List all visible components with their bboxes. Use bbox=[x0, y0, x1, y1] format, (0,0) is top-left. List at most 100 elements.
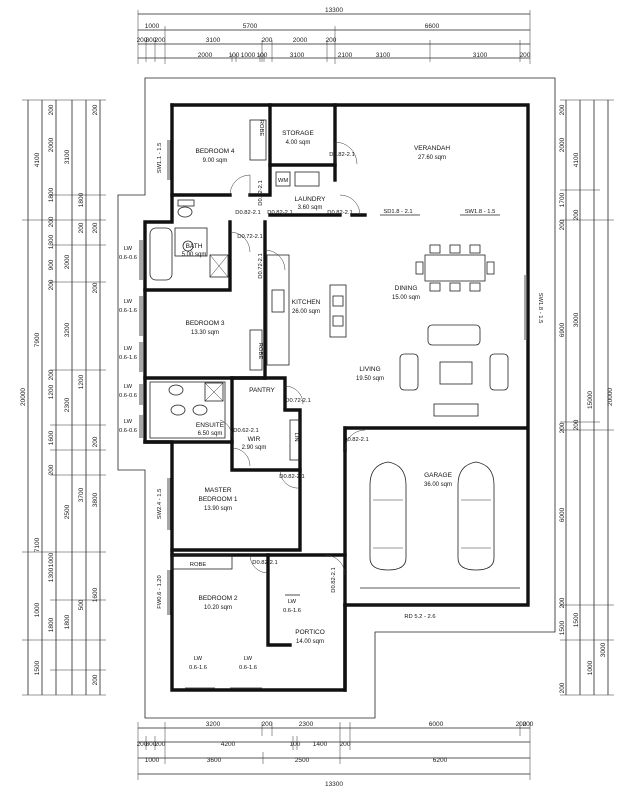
door-label: D0.62-2.1 bbox=[233, 428, 258, 434]
robe-label: ROBE bbox=[190, 562, 207, 568]
window-label: SW1.8 - 1.5 bbox=[465, 209, 496, 215]
room-area: 4.00 sqm bbox=[286, 140, 311, 146]
bottom-total-dim: 13300 bbox=[325, 781, 343, 788]
top-dim: 3100 bbox=[376, 52, 391, 59]
left-dim: 3700 bbox=[78, 487, 85, 502]
door-label: SD1.8 - 2.1 bbox=[383, 209, 412, 215]
bottom-dim: 800 bbox=[146, 741, 157, 748]
room-name: BEDROOM 1 bbox=[198, 496, 237, 503]
bottom-dim: 3200 bbox=[206, 721, 221, 728]
door-label: D0.72-2.1 bbox=[285, 398, 310, 404]
window-label: 0.6-1.6 bbox=[119, 308, 137, 314]
windows bbox=[139, 140, 528, 689]
left-dim: 1800 bbox=[64, 614, 71, 629]
room-area: 27.60 sqm bbox=[418, 155, 446, 161]
window-label: LW bbox=[194, 656, 203, 662]
window-label: LW bbox=[124, 419, 133, 425]
door-label: D0.82-2.1 bbox=[258, 180, 264, 205]
left-dim: 200 bbox=[48, 104, 55, 115]
room-name: PANTRY bbox=[249, 387, 275, 394]
top-dim: 3100 bbox=[206, 37, 221, 44]
window-label: 0.6-1.6 bbox=[283, 608, 301, 614]
right-dim: 15000 bbox=[587, 391, 594, 409]
room-area: 5.00 sqm bbox=[182, 252, 207, 258]
left-dim: 2500 bbox=[64, 504, 71, 519]
top-dim: 200 bbox=[520, 52, 531, 59]
bottom-dim: 4200 bbox=[221, 741, 236, 748]
room-area: 3.60 sqm bbox=[298, 205, 323, 211]
left-dim: 1600 bbox=[48, 430, 55, 445]
left-dim: 1300 bbox=[48, 567, 55, 582]
right-dimensions: 20000 4100 15000 1000 200 2000 1700 200 … bbox=[559, 99, 614, 696]
room-name: STORAGE bbox=[282, 130, 314, 137]
bottom-dim: 3600 bbox=[207, 757, 222, 764]
top-dim: 200 bbox=[137, 37, 148, 44]
bottom-dim: 6000 bbox=[429, 721, 444, 728]
room-area: 2.90 sqm bbox=[242, 445, 267, 451]
right-dim: 2000 bbox=[559, 137, 566, 152]
left-dim: 500 bbox=[78, 599, 85, 610]
room-area: 13.30 sqm bbox=[191, 330, 219, 336]
bottom-dim: 200 bbox=[155, 741, 166, 748]
right-dim: 1500 bbox=[573, 612, 580, 627]
right-dim: 1700 bbox=[559, 192, 566, 207]
lin-label: LIN bbox=[293, 432, 299, 441]
right-dim: 200 bbox=[559, 104, 566, 115]
door-label: D0.82-2.1 bbox=[327, 210, 352, 216]
top-dim: 100 bbox=[229, 52, 240, 59]
left-dim: 7100 bbox=[34, 537, 41, 552]
robe-label: ROBE bbox=[257, 343, 263, 360]
left-dim: 200 bbox=[92, 282, 99, 293]
left-dim: 3200 bbox=[64, 322, 71, 337]
window-label: 0.6-0.6 bbox=[119, 255, 137, 261]
top-dim: 3100 bbox=[473, 52, 488, 59]
room-name: KITCHEN bbox=[292, 299, 321, 306]
left-dim: 2300 bbox=[64, 397, 71, 412]
robe-label: ROBE bbox=[258, 120, 264, 137]
window-label: 0.6-0.6 bbox=[119, 393, 137, 399]
top-dim: 200 bbox=[155, 37, 166, 44]
left-dim: 1000 bbox=[34, 602, 41, 617]
room-name: VERANDAH bbox=[414, 145, 450, 152]
left-dim: 200 bbox=[48, 279, 55, 290]
bottom-dim: 6200 bbox=[433, 757, 448, 764]
room-name: MASTER bbox=[204, 487, 231, 494]
left-dim: 2000 bbox=[64, 254, 71, 269]
right-total-dim: 20000 bbox=[607, 388, 614, 406]
right-dim: 3000 bbox=[600, 642, 607, 657]
top-dim: 3100 bbox=[290, 52, 305, 59]
right-dim: 1000 bbox=[587, 660, 594, 675]
left-dim: 1800 bbox=[78, 192, 85, 207]
fixtures bbox=[149, 119, 509, 571]
right-dim: 200 bbox=[559, 682, 566, 693]
right-dim: 200 bbox=[559, 597, 566, 608]
bottom-dimensions: 3200 200 2300 6000 200 200 200 800 200 4… bbox=[137, 721, 534, 788]
door-label: D0.82-2.1 bbox=[235, 210, 260, 216]
room-name: BEDROOM 2 bbox=[198, 595, 237, 602]
top-dim: 6600 bbox=[425, 23, 440, 30]
top-dim: 200 bbox=[262, 37, 273, 44]
door-label: D0.82-2.1 bbox=[331, 567, 337, 592]
right-dim: 6000 bbox=[559, 507, 566, 522]
bottom-dim: 2500 bbox=[295, 757, 310, 764]
room-name: WIR bbox=[248, 436, 261, 443]
window-label: SW2.4 - 1.5 bbox=[157, 489, 163, 520]
left-dim: 1600 bbox=[92, 587, 99, 602]
window-label: SW1.1 - 1.5 bbox=[157, 143, 163, 174]
right-dim: 6900 bbox=[559, 322, 566, 337]
left-dim: 200 bbox=[48, 369, 55, 380]
left-dimensions: 20000 4100 7900 7100 1000 1500 200 2000 … bbox=[20, 99, 106, 696]
room-area: 10.20 sqm bbox=[204, 605, 232, 611]
room-name: BEDROOM 4 bbox=[195, 148, 234, 155]
left-dim: 1200 bbox=[78, 374, 85, 389]
window-label: FW0.6 - 1.20 bbox=[157, 575, 163, 609]
window-label: 0.6-1.6 bbox=[189, 665, 207, 671]
room-area: 36.00 sqm bbox=[424, 482, 452, 488]
door-label: D0.72-2.1 bbox=[258, 253, 264, 278]
bottom-dim: 200 bbox=[137, 741, 148, 748]
right-dim: 200 bbox=[573, 209, 580, 220]
bottom-dim: 200 bbox=[340, 741, 351, 748]
window-label: 0.6-1.6 bbox=[239, 665, 257, 671]
bottom-dim: 100 bbox=[290, 741, 301, 748]
